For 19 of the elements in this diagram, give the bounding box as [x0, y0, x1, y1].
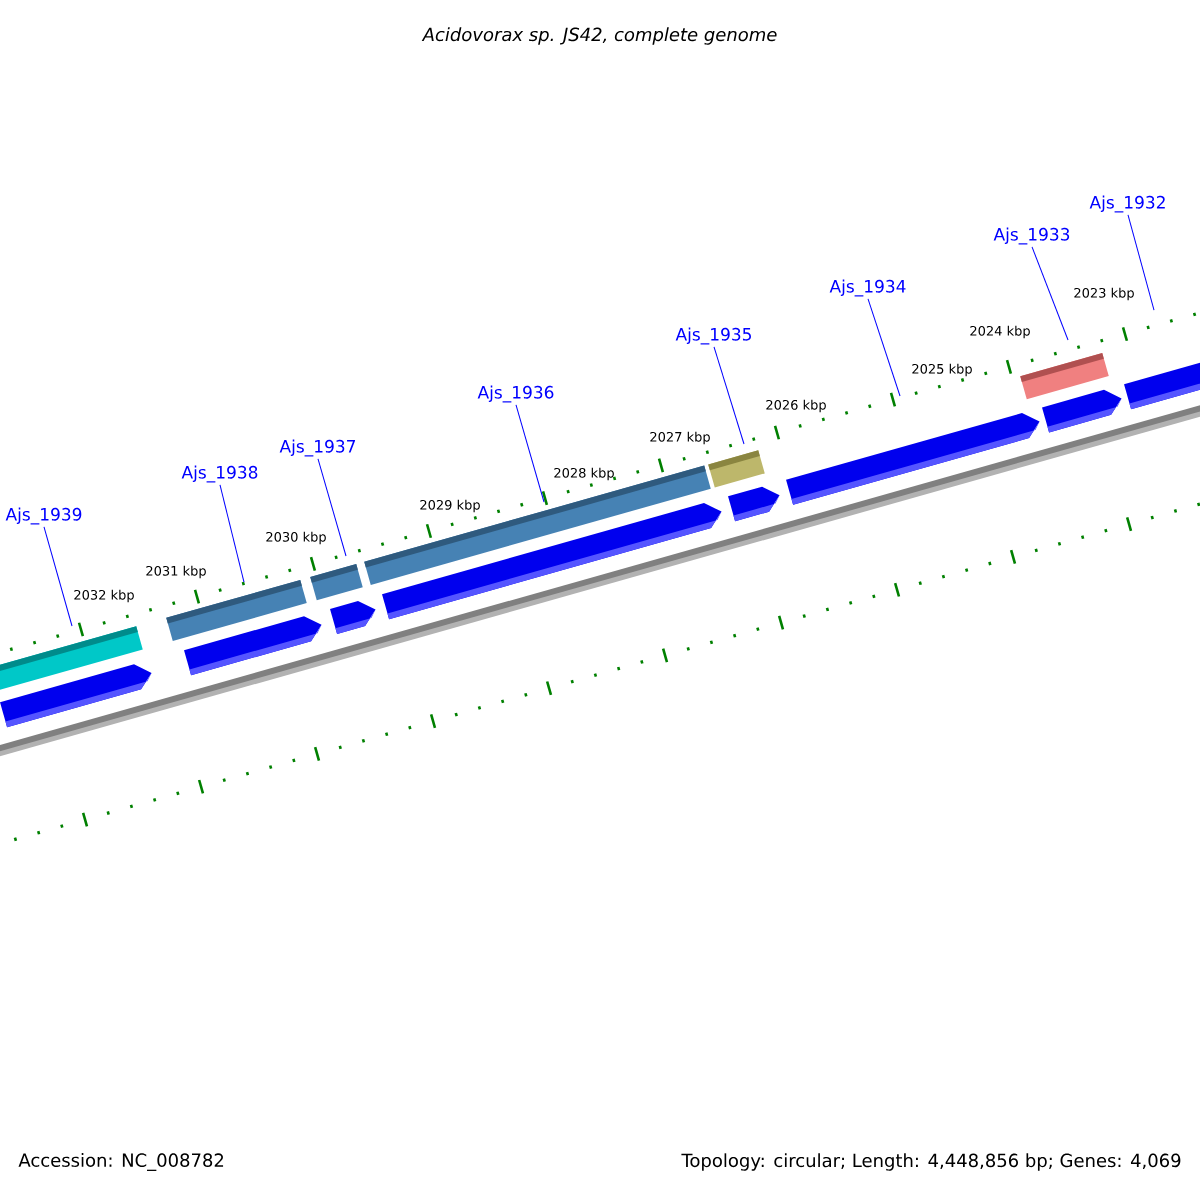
gene-label: Ajs_1936 [477, 385, 554, 403]
leader-line [43, 526, 73, 627]
leader-line [1031, 246, 1069, 341]
leader-line [1127, 214, 1155, 311]
title: Acidovorax sp. JS42, complete genome [421, 27, 777, 45]
leader-line [515, 404, 545, 503]
leader-line [317, 458, 347, 557]
leader-line [867, 298, 901, 397]
leader-line [219, 484, 245, 583]
gene-label: Ajs_1933 [993, 227, 1070, 245]
gene-label: Ajs_1937 [279, 439, 356, 457]
accession-label: Accession: NC_008782 [18, 1153, 224, 1171]
gene-label: Ajs_1939 [5, 507, 82, 525]
gene-label: Ajs_1932 [1089, 195, 1165, 213]
gene-label: Ajs_1935 [675, 327, 751, 345]
gene-label: Ajs_1938 [181, 465, 258, 483]
gene-label: Ajs_1934 [829, 279, 906, 297]
genome-stats-label: Topology: circular; Length: 4,448,856 bp; Genes: 4,069 [681, 1153, 1181, 1171]
leader-line [713, 346, 745, 445]
